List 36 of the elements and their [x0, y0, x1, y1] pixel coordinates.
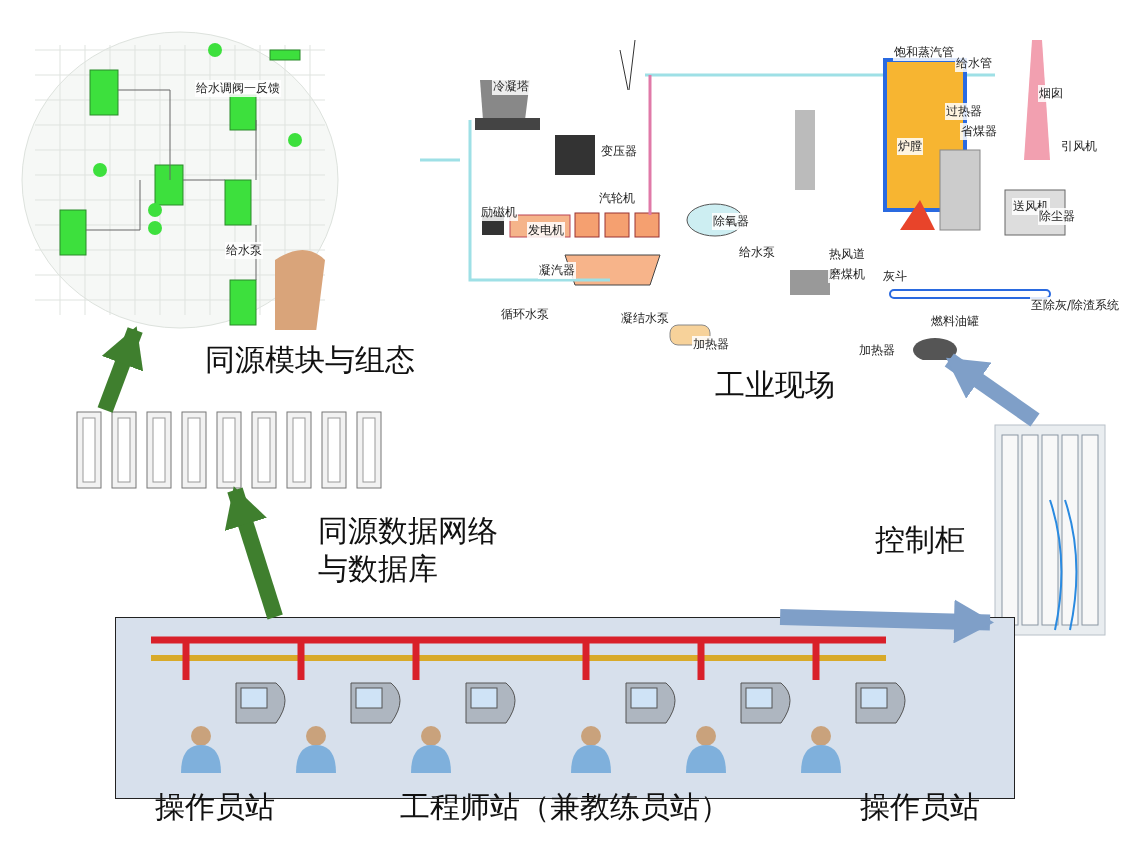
station-label: 工程师站（兼教练员站） [400, 788, 730, 826]
part-label: 给水泵 [225, 242, 263, 259]
part-label: 给水泵 [738, 244, 776, 261]
part-label: 过热器 [945, 103, 983, 120]
part-label: 凝结水泵 [620, 310, 670, 327]
arrow [224, 486, 283, 620]
part-label: 循环水泵 [500, 306, 550, 323]
part-label: 给水调阀一反馈 [195, 80, 281, 97]
part-label: 汽轮机 [598, 190, 636, 207]
arrow [97, 326, 144, 413]
part-label: 发电机 [527, 222, 565, 239]
part-label: 加热器 [692, 336, 730, 353]
part-label: 励磁机 [480, 204, 518, 221]
part-label: 凝汽器 [538, 262, 576, 279]
part-label: 引风机 [1060, 138, 1098, 155]
part-label: 省煤器 [960, 123, 998, 140]
part-label: 加热器 [858, 342, 896, 359]
part-label: 给水管 [955, 55, 993, 72]
part-label: 至除灰/除渣系统 [1030, 297, 1121, 314]
part-label: 冷凝塔 [492, 78, 530, 95]
part-label: 变压器 [600, 143, 638, 160]
part-label: 磨煤机 [828, 266, 866, 283]
part-label: 除氧器 [712, 213, 750, 230]
part-label: 饱和蒸汽管 [893, 44, 955, 61]
arrow [944, 353, 1040, 427]
picture-caption: 控制柜 [875, 521, 965, 559]
part-label: 炉膛 [897, 138, 923, 155]
part-label: 热风道 [828, 246, 866, 263]
part-label: 燃料油罐 [930, 313, 980, 330]
picture-caption: 同源模块与组态 [205, 341, 415, 379]
arrow [779, 599, 994, 644]
station-label: 操作员站 [155, 788, 275, 826]
part-label: 灰斗 [882, 268, 908, 285]
part-label: 烟囱 [1038, 85, 1064, 102]
station-label: 操作员站 [860, 788, 980, 826]
picture-caption: 工业现场 [715, 366, 835, 404]
